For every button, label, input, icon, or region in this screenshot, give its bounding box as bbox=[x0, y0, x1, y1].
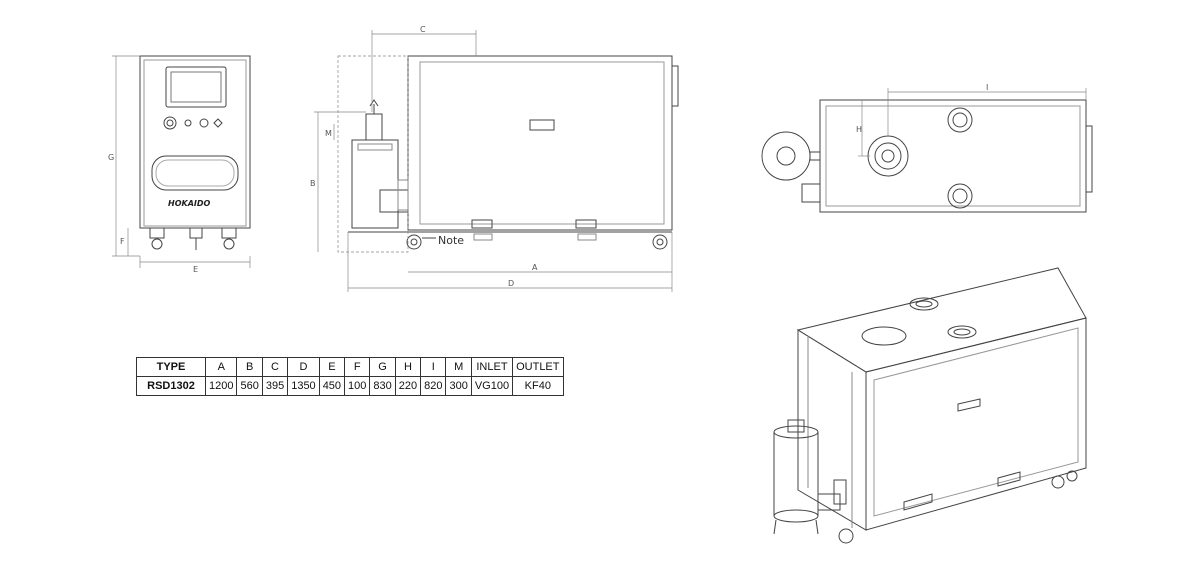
cell-b: 560 bbox=[236, 376, 263, 396]
dim-label-b: B bbox=[310, 179, 316, 188]
cell-d: 1350 bbox=[287, 376, 320, 396]
dim-label-f: F bbox=[120, 237, 125, 246]
header-c: C bbox=[261, 357, 289, 377]
dim-label-m: M bbox=[325, 129, 332, 138]
header-a: A bbox=[204, 357, 238, 377]
dim-label-c: C bbox=[420, 25, 426, 34]
dim-label-i: I bbox=[986, 83, 988, 92]
cell-m: 300 bbox=[445, 376, 472, 396]
header-g: G bbox=[369, 357, 396, 377]
cell-inlet: VG100 bbox=[470, 376, 514, 396]
header-type: TYPE bbox=[136, 357, 206, 377]
header-i: I bbox=[420, 357, 447, 377]
front-view-dimensions bbox=[112, 55, 251, 268]
side-view-dimensions bbox=[314, 30, 673, 292]
front-view bbox=[139, 55, 251, 250]
dim-label-e: E bbox=[193, 265, 198, 274]
header-m: M bbox=[445, 357, 472, 377]
cell-c: 395 bbox=[261, 376, 289, 396]
isometric-view bbox=[773, 267, 1087, 544]
header-f: F bbox=[344, 357, 371, 377]
side-view bbox=[348, 55, 679, 250]
dim-label-h: H bbox=[856, 125, 862, 134]
dim-label-a: A bbox=[532, 263, 538, 272]
cell-outlet: KF40 bbox=[512, 376, 564, 396]
note-label: Note bbox=[438, 234, 464, 247]
top-view bbox=[761, 99, 1093, 213]
cell-g: 830 bbox=[369, 376, 396, 396]
header-e: E bbox=[318, 357, 346, 377]
cell-h: 220 bbox=[394, 376, 422, 396]
cell-type: RSD1302 bbox=[136, 376, 206, 396]
top-view-dimensions bbox=[858, 88, 1087, 157]
cell-e: 450 bbox=[318, 376, 346, 396]
spec-table-header-row: TYPE A B C D E F G H I M INLET OUTLET bbox=[136, 357, 564, 377]
spec-table: TYPE A B C D E F G H I M INLET OUTLET RS… bbox=[136, 357, 564, 396]
table-row: RSD1302 1200 560 395 1350 450 100 830 22… bbox=[136, 376, 564, 396]
header-h: H bbox=[394, 357, 422, 377]
header-inlet: INLET bbox=[470, 357, 514, 377]
cell-a: 1200 bbox=[204, 376, 238, 396]
header-outlet: OUTLET bbox=[512, 357, 564, 377]
dim-label-d: D bbox=[508, 279, 514, 288]
header-b: B bbox=[236, 357, 263, 377]
cell-i: 820 bbox=[420, 376, 447, 396]
brand-logo: HOKAIDO bbox=[168, 199, 211, 208]
dim-label-g: G bbox=[108, 153, 114, 162]
header-d: D bbox=[287, 357, 320, 377]
cell-f: 100 bbox=[344, 376, 371, 396]
